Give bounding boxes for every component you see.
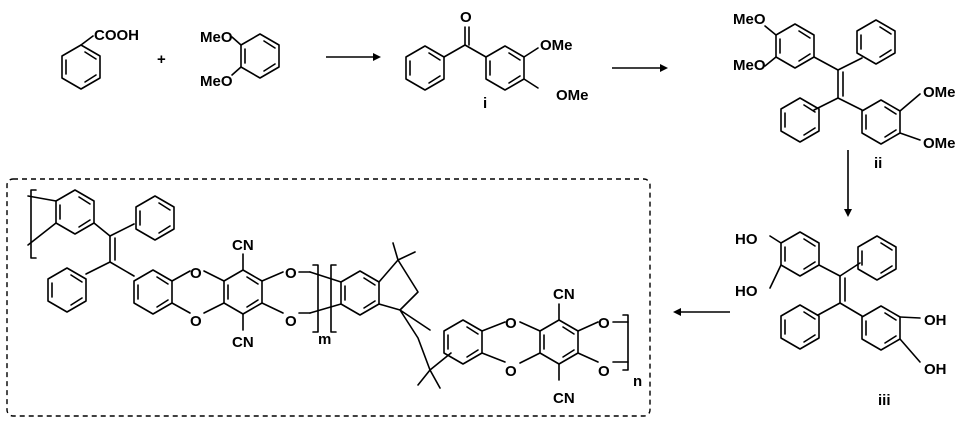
veratrole: MeO MeO — [200, 29, 280, 90]
carbonyl-oxygen: O — [460, 9, 472, 26]
arrow-4 — [673, 308, 730, 316]
compound-iii-label: iii — [878, 392, 891, 409]
o-label-3: O — [285, 265, 297, 282]
cn-label-1: CN — [232, 237, 254, 254]
o-label-5: O — [505, 315, 517, 332]
benzoic-acid: COOH — [61, 27, 139, 90]
meo-label-top: MeO — [200, 29, 233, 46]
ho-label-bottom: HO — [735, 283, 758, 300]
o-label-2: O — [190, 313, 202, 330]
ho-label-top: HO — [735, 231, 758, 248]
ome-label-top: OMe — [540, 37, 573, 54]
plus-sign: + — [157, 51, 166, 68]
oh-label-top: OH — [924, 312, 947, 329]
compound-iii: HO HO OH OH iii — [735, 231, 947, 409]
compound-ii: MeO MeO OMe OMe ii — [733, 11, 956, 172]
o-label-1: O — [190, 265, 202, 282]
meo-label-bottom: MeO — [733, 57, 766, 74]
ome-label-bottom: OMe — [556, 87, 589, 104]
cn-label-4: CN — [553, 390, 575, 407]
cn-label-3: CN — [553, 286, 575, 303]
cooh-label: COOH — [94, 27, 139, 44]
arrow-1 — [326, 53, 381, 61]
o-label-6: O — [505, 363, 517, 380]
arrow-3 — [844, 150, 852, 217]
o-label-4: O — [285, 313, 297, 330]
compound-i-label: i — [483, 95, 487, 112]
compound-ii-label: ii — [874, 155, 882, 172]
cn-label-2: CN — [232, 334, 254, 351]
o-label-8: O — [598, 363, 610, 380]
arrow-2 — [612, 64, 668, 72]
polymer-structure: O O CN CN O O m O O CN CN O O — [27, 189, 642, 407]
subscript-n: n — [633, 373, 642, 390]
oh-label-bottom: OH — [924, 361, 947, 378]
o-label-7: O — [598, 315, 610, 332]
polymer-box — [6, 178, 651, 417]
meo-label-top: MeO — [733, 11, 766, 28]
subscript-m: m — [318, 331, 331, 348]
compound-i: O OMe OMe i — [405, 9, 589, 112]
meo-label-bottom: MeO — [200, 73, 233, 90]
ome-label-top: OMe — [923, 84, 956, 101]
ome-label-bottom: OMe — [923, 135, 956, 152]
